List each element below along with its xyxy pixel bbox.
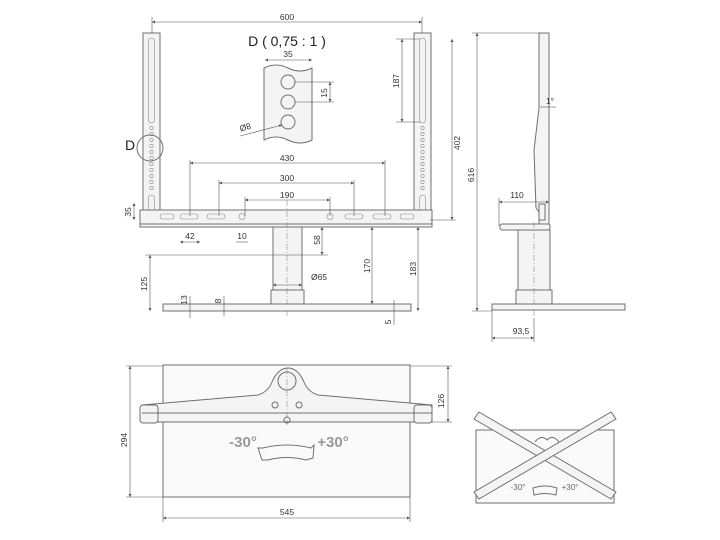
rotated-view: -30° +30° [473,411,617,504]
dim-13: 13 [179,295,189,305]
dim-93-5: 93,5 [513,326,530,336]
base-plate [162,303,412,312]
top-rot-plus: +30° [317,434,348,451]
dim-300: 300 [280,173,294,183]
side-view: 616 1° 110 93,5 [466,32,626,342]
dim-column-dia: Ø65 [311,272,327,282]
dim-125: 125 [139,277,149,291]
rotated-base-plate [475,429,615,504]
detail-title: D ( 0,75 : 1 ) [248,33,326,49]
dim-10: 10 [237,231,247,241]
detail-d-circle [136,134,164,162]
rotated-bar-plus [473,411,617,500]
dim-170: 170 [362,259,372,273]
dim-tilt: 1° [546,96,554,106]
dim-183: 183 [408,262,418,276]
dim-hole-dia: Ø8 [238,121,252,134]
dim-126: 126 [436,394,446,408]
top-view: -30° +30° 294 126 545 [119,364,452,522]
detail-marker-d: D [125,137,135,153]
rotated-rot-plus: +30° [562,483,579,492]
column [272,226,303,293]
front-view: 600 D ( 0,75 : 1 ) 35 15 Ø8 187 402 D 43… [123,12,462,325]
dim-187: 187 [391,74,401,88]
rotate-arrow-icon [257,443,315,461]
dim-430: 430 [280,153,294,163]
rotated-rot-minus: -30° [511,483,526,492]
side-shelf [499,223,551,231]
dim-5: 5 [383,319,393,324]
side-upright [533,32,550,226]
top-rot-minus: -30° [229,434,257,451]
dim-545: 545 [280,507,294,517]
dim-58: 58 [312,235,322,245]
dim-15: 15 [319,88,329,98]
side-base [491,303,626,311]
dim-402: 402 [452,136,462,150]
dim-35-detail: 35 [283,49,293,59]
dim-294: 294 [119,433,129,447]
dim-42: 42 [185,231,195,241]
dim-110: 110 [510,190,524,200]
rotated-arrow-icon [532,485,558,496]
detail-d-plate [263,64,313,144]
dim-190: 190 [280,190,294,200]
dim-600: 600 [280,12,294,22]
dim-616: 616 [466,168,476,182]
dim-8: 8 [213,298,223,303]
dim-35-offset: 35 [123,207,133,217]
